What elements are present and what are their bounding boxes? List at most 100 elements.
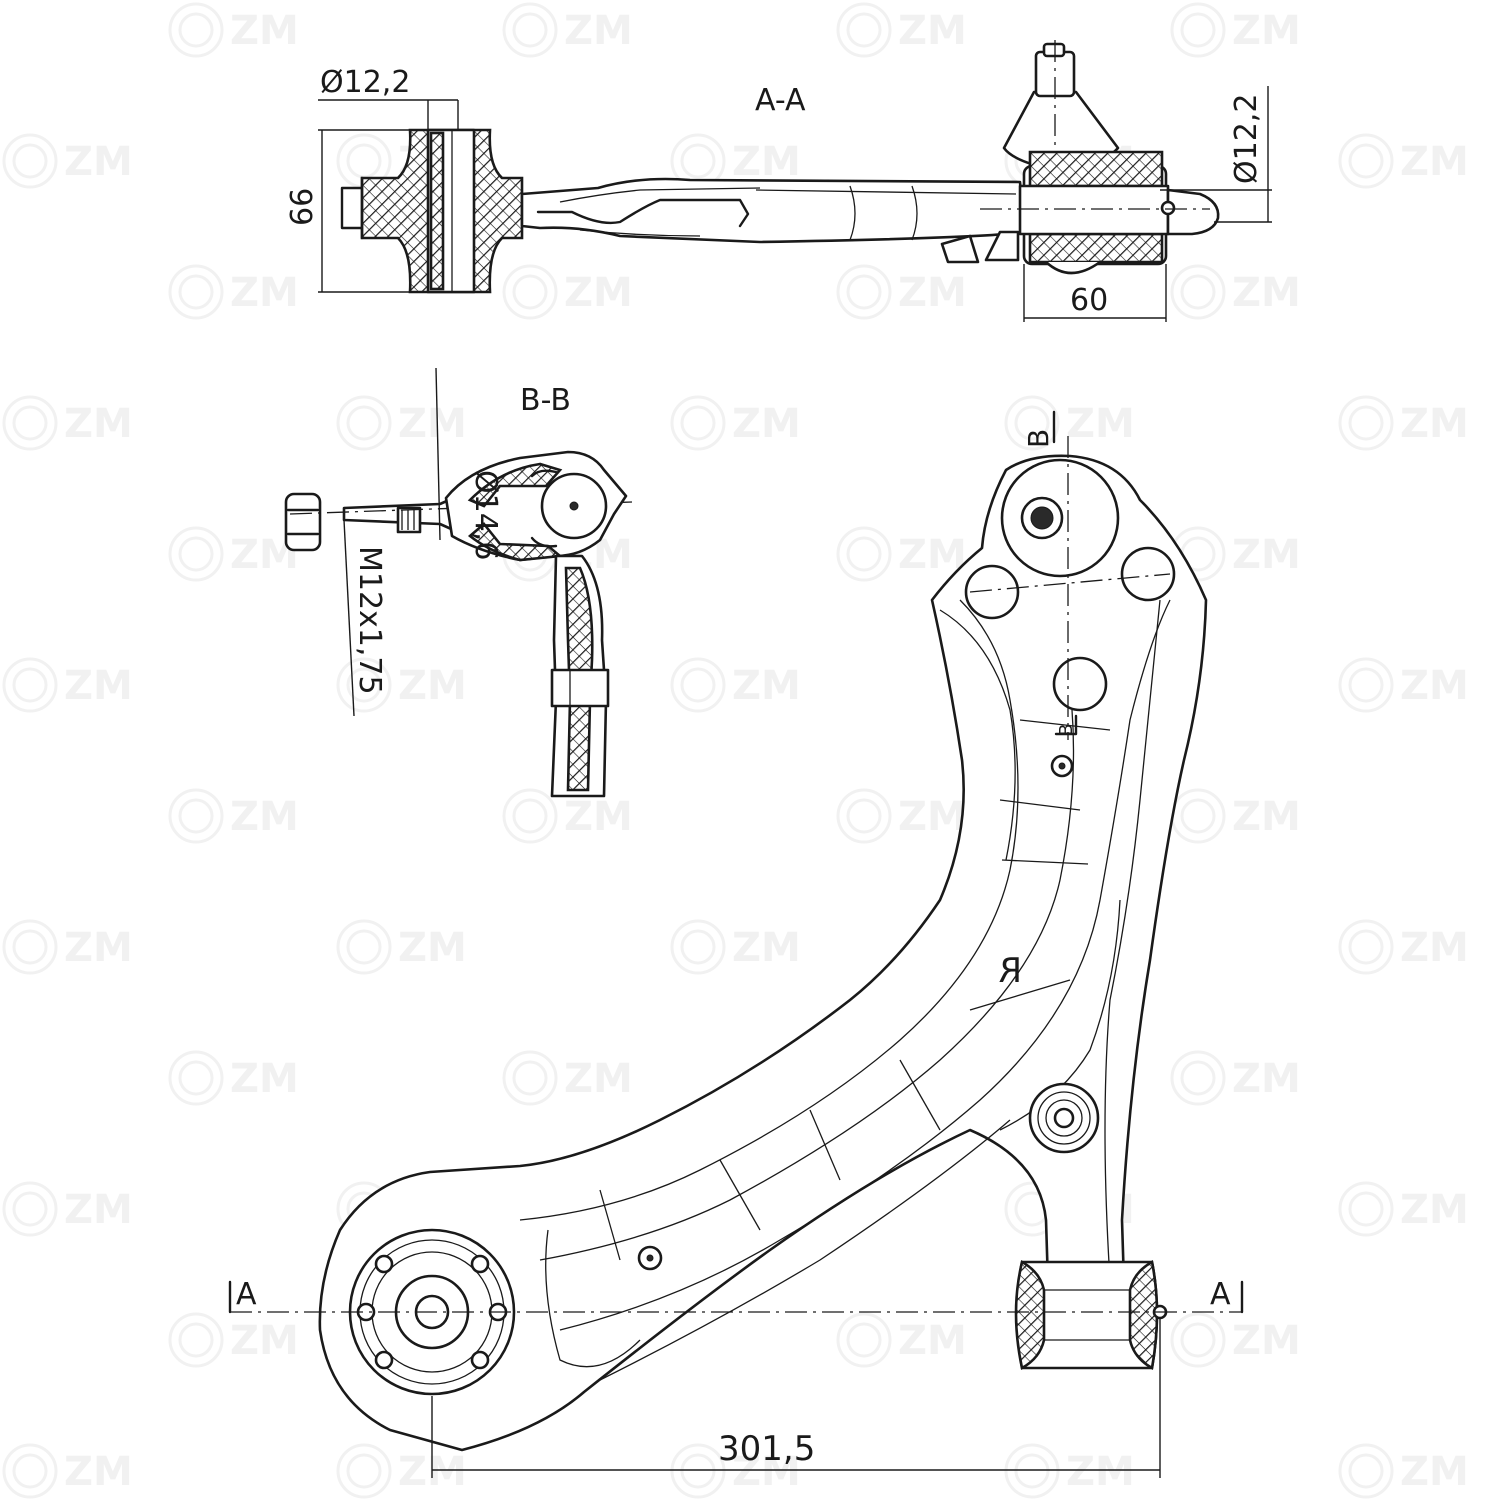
marker-a-left: A (236, 1277, 257, 1312)
svg-text:ZM: ZM (1400, 139, 1469, 185)
svg-text:ZM: ZM (398, 401, 467, 447)
svg-text:ZM: ZM (230, 270, 299, 316)
svg-text:ZM: ZM (1232, 270, 1301, 316)
svg-text:ZM: ZM (1232, 1056, 1301, 1102)
watermark-logo: ZM (670, 657, 801, 713)
watermark-logo: ZM (1170, 1050, 1301, 1106)
arm-hole-center (1052, 656, 1108, 712)
section-bb-title: B-B (520, 383, 571, 418)
watermark-logo: ZM (502, 788, 633, 844)
watermark-logo: ZM (168, 788, 299, 844)
watermark-logo: ZM (2, 133, 133, 189)
svg-text:ZM: ZM (64, 401, 133, 447)
svg-text:ZM: ZM (564, 794, 633, 840)
watermark-logo: ZM (168, 2, 299, 58)
main-view: A A B B R 301,5 (228, 410, 1244, 1478)
svg-text:ZM: ZM (898, 532, 967, 578)
watermark-logo: ZM (670, 1443, 801, 1499)
dim-aa-right-bore: Ø12,2 (1229, 94, 1264, 184)
watermark-logo: ZM (1004, 1443, 1135, 1499)
watermark-logo: ZM (168, 1312, 299, 1368)
svg-text:ZM: ZM (398, 925, 467, 971)
svg-text:ZM: ZM (564, 8, 633, 54)
watermark-logo: ZM (1338, 1181, 1469, 1237)
svg-text:ZM: ZM (230, 794, 299, 840)
watermark-logo: ZM (836, 264, 967, 320)
watermark-logo: ZM (502, 264, 633, 320)
watermark-logo: ZM (336, 1443, 467, 1499)
svg-text:ZM: ZM (732, 925, 801, 971)
watermark-logo: ZM (836, 788, 967, 844)
svg-text:ZM: ZM (1232, 1318, 1301, 1364)
svg-text:ZM: ZM (64, 925, 133, 971)
svg-text:ZM: ZM (898, 1318, 967, 1364)
watermark-logo: ZM (1170, 788, 1301, 844)
watermark-logo: ZM (1170, 264, 1301, 320)
watermark-logo: ZM (168, 1050, 299, 1106)
watermark-logo: ZM (1338, 657, 1469, 713)
watermark-logo: ZM (336, 395, 467, 451)
svg-text:ZM: ZM (1232, 532, 1301, 578)
watermark-logo: ZM (2, 919, 133, 975)
svg-text:ZM: ZM (1400, 663, 1469, 709)
marker-b-inner: B (1056, 724, 1077, 736)
svg-text:ZM: ZM (564, 1056, 633, 1102)
dim-bb-thread: M12x1,75 (352, 546, 387, 695)
dim-aa-width: 60 (1070, 283, 1108, 318)
aa-arm-body (520, 177, 1026, 244)
watermark-logo: ZM (1338, 133, 1469, 189)
svg-text:ZM: ZM (1066, 401, 1135, 447)
watermark-logo: ZM (1338, 395, 1469, 451)
svg-text:ZM: ZM (732, 663, 801, 709)
watermark-logo: ZM (168, 264, 299, 320)
watermark-logo: ZM (1338, 919, 1469, 975)
svg-text:ZM: ZM (64, 1449, 133, 1495)
svg-text:ZM: ZM (1232, 8, 1301, 54)
side-marker: R (998, 951, 1022, 991)
arm-hole-left (964, 564, 1020, 620)
watermark-logo: ZM (336, 657, 467, 713)
dim-aa-height: 66 (285, 188, 320, 226)
watermark-logo: ZM (1004, 395, 1135, 451)
svg-text:ZM: ZM (64, 139, 133, 185)
section-aa-title: A-A (755, 83, 806, 118)
svg-text:ZM: ZM (1400, 401, 1469, 447)
watermark-logo: ZM (168, 526, 299, 582)
svg-text:ZM: ZM (64, 663, 133, 709)
watermark-logo: ZM (1170, 2, 1301, 58)
watermark-logo: ZM (502, 2, 633, 58)
svg-text:ZM: ZM (64, 1187, 133, 1233)
watermark-logo: ZM (836, 2, 967, 58)
watermark-logo: ZM (1170, 1312, 1301, 1368)
watermark-logo: ZM (670, 133, 801, 189)
watermark-logo: ZM (2, 1443, 133, 1499)
svg-text:ZM: ZM (1066, 1449, 1135, 1495)
watermark-logo: ZM (670, 919, 801, 975)
svg-text:ZM: ZM (732, 1449, 801, 1495)
arm-hole-right (1120, 546, 1176, 602)
svg-text:ZM: ZM (230, 1056, 299, 1102)
watermark-logo: ZM (2, 1181, 133, 1237)
svg-text:ZM: ZM (898, 8, 967, 54)
dim-arm-span: 301,5 (718, 1429, 815, 1469)
arm-rear-bush (1014, 1259, 1168, 1371)
svg-text:ZM: ZM (1400, 925, 1469, 971)
dim-bb-stud: Ø14,6 (468, 470, 503, 560)
svg-text:ZM: ZM (1400, 1187, 1469, 1233)
watermark-logo: ZM (336, 919, 467, 975)
svg-text:ZM: ZM (1232, 794, 1301, 840)
svg-text:ZM: ZM (1400, 1449, 1469, 1495)
watermark-logo: ZM (670, 395, 801, 451)
watermark-logo: ZM (1338, 1443, 1469, 1499)
dim-aa-left-bore: Ø12,2 (320, 65, 410, 100)
bb-nut (284, 492, 322, 552)
arm-rivet (1028, 1082, 1100, 1154)
marker-b-top: B (1022, 429, 1055, 448)
svg-text:ZM: ZM (230, 1318, 299, 1364)
section-bb: B-B Ø14,6 M12x1,75 (284, 367, 633, 798)
marker-a-right: A (1210, 1277, 1231, 1312)
arm-outline (318, 454, 1208, 1452)
watermark-logo: ZM (836, 526, 967, 582)
svg-text:ZM: ZM (732, 139, 801, 185)
